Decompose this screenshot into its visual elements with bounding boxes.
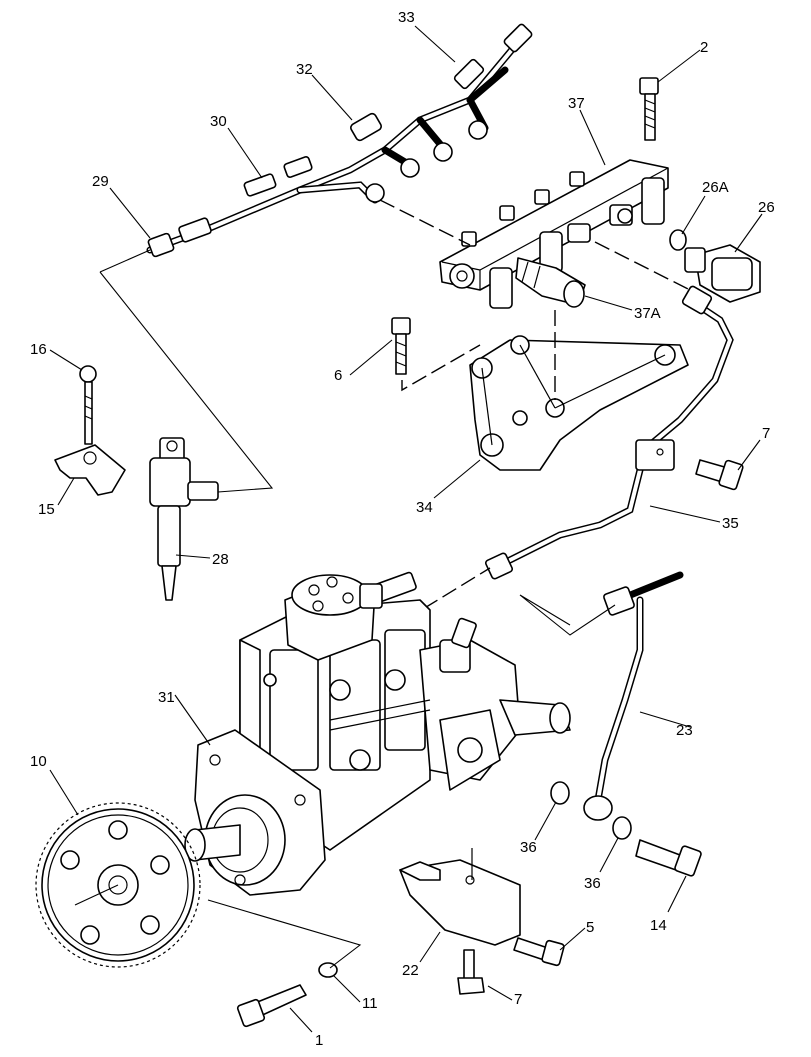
assembly-line	[401, 344, 481, 392]
callout-label: 28	[212, 551, 229, 568]
assembly-line	[519, 594, 616, 636]
bolt	[457, 949, 485, 995]
assembly-line	[379, 199, 471, 246]
callout-label: 16	[30, 341, 47, 358]
bolt	[391, 317, 411, 375]
callout-label: 10	[30, 753, 47, 770]
callout-label: 22	[402, 962, 419, 979]
connection-line	[99, 271, 274, 493]
callout-label: 30	[210, 113, 227, 130]
rail-fitting	[567, 204, 633, 243]
rail-pressure-sensor	[684, 244, 761, 303]
assembly-line	[404, 567, 491, 621]
injector-clamp	[54, 444, 126, 496]
pressure-relief-valve	[515, 257, 586, 308]
callout-leaders	[49, 25, 763, 1033]
bolt	[79, 365, 97, 445]
bolt	[639, 77, 659, 141]
fuel-rail	[439, 159, 669, 309]
fuel-tube	[583, 571, 684, 821]
callout-label: 26	[758, 199, 775, 216]
callout-label: 5	[586, 919, 594, 936]
fuel-injector	[149, 437, 219, 601]
callout-label: 36	[584, 875, 601, 892]
callout-label: 35	[722, 515, 739, 532]
assembly-line	[594, 241, 691, 291]
banjo-bolt	[635, 839, 702, 877]
callout-label: 14	[650, 917, 667, 934]
callout-label: 7	[762, 425, 770, 442]
callout-label: 31	[158, 689, 175, 706]
callout-label: 2	[700, 39, 708, 56]
callout-label: 37A	[634, 305, 661, 322]
rail-mounting-bracket	[469, 335, 689, 471]
callout-label: 32	[296, 61, 313, 78]
callout-label: 33	[398, 9, 415, 26]
callout-label: 11	[362, 995, 378, 1012]
callout-label: 7	[514, 991, 522, 1008]
callout-label: 36	[520, 839, 537, 856]
assembly-line	[74, 884, 119, 906]
callout-label: 6	[334, 367, 342, 384]
callout-label: 1	[315, 1032, 323, 1049]
bolt	[695, 459, 744, 491]
sealing-washer	[612, 816, 632, 840]
callout-label: 29	[92, 173, 109, 190]
callout-label: 34	[416, 499, 433, 516]
callout-label: 37	[568, 95, 585, 112]
callout-label: 15	[38, 501, 55, 518]
sealing-washer	[550, 781, 570, 805]
assembly-line	[207, 899, 362, 969]
callout-label: 23	[676, 722, 693, 739]
injection-pump	[184, 571, 571, 896]
connection-line	[99, 249, 151, 273]
wiring-harness	[146, 23, 533, 258]
fuel-line	[484, 285, 734, 580]
callout-label: 26A	[702, 179, 729, 196]
pump-support-bracket	[399, 848, 521, 946]
bolt	[513, 937, 565, 967]
sealing-washer	[669, 229, 687, 251]
bolt	[236, 984, 307, 1028]
